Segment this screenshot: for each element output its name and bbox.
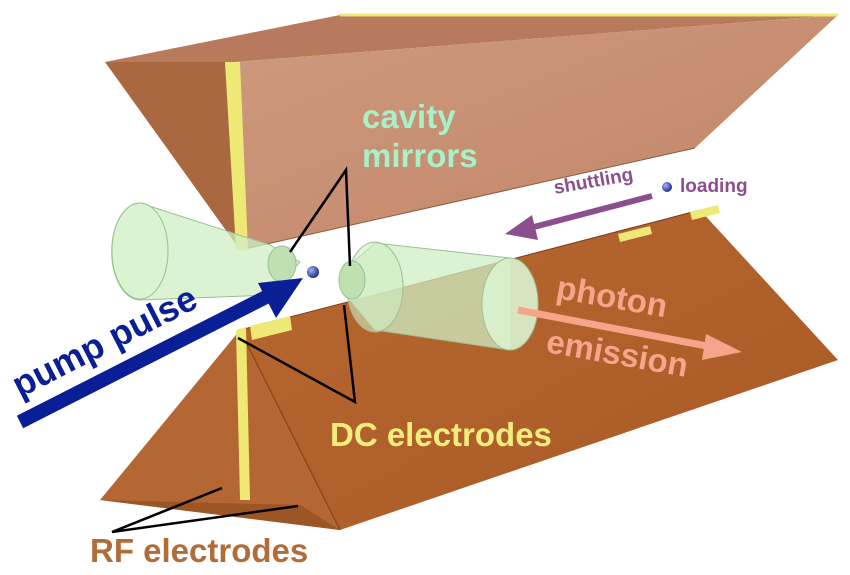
loading-label: loading [680, 176, 748, 197]
top-electrode-top-face [105, 15, 838, 62]
bottom-insulator-strip-far [690, 205, 720, 220]
top-electrode-side-face [235, 15, 838, 250]
top-electrode [105, 13, 838, 251]
top-insulator-strip [225, 62, 248, 250]
right-mirror-tip [338, 260, 366, 300]
top-electrode-end-face [105, 62, 240, 250]
shuttling-arrow [505, 193, 653, 240]
pump-pulse-arrow [16, 278, 303, 429]
cavity-mirrors-label-line1: cavity [362, 98, 456, 135]
bottom-insulator-strip-right [250, 316, 292, 340]
trapped-ion [307, 266, 319, 278]
bottom-insulator-strip-mid [618, 226, 652, 242]
right-mirror-end [481, 257, 539, 351]
photon-emission-arrow [517, 306, 742, 360]
cavity-mirrors-label-line2: mirrors [362, 137, 478, 174]
bottom-electrode-side-face [240, 210, 838, 530]
loading-ion [662, 182, 672, 192]
dc-pointer-lines [237, 304, 357, 405]
rf-pointer-lines [111, 486, 299, 534]
right-cavity-mirror [338, 241, 539, 351]
bottom-electrode [100, 205, 838, 531]
cavity-pointer-lines [288, 166, 352, 267]
bottom-insulator-strip-left [236, 327, 250, 500]
dc-electrodes-label: DC electrodes [330, 416, 552, 453]
rf-electrodes-label: RF electrodes [90, 532, 308, 569]
left-cavity-mirror [111, 202, 301, 301]
bottom-electrode-end-face [100, 330, 340, 530]
